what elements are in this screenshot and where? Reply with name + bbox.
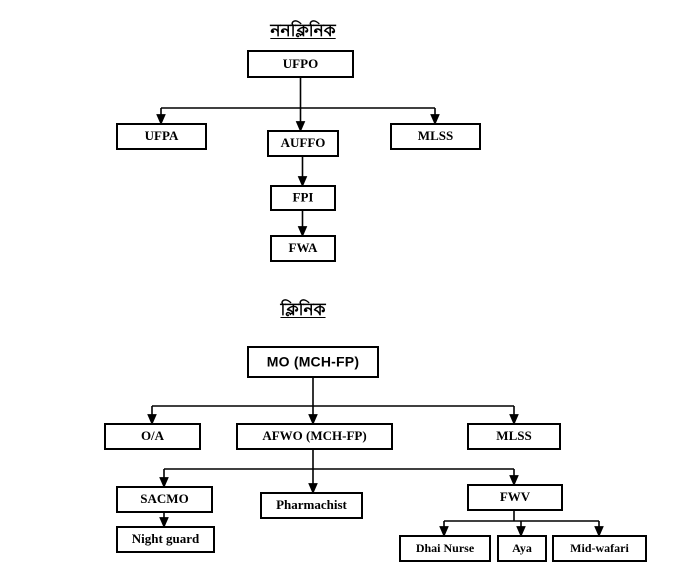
connectors-clinic	[147, 377, 604, 538]
node-mo-mch-fp-label: MO (MCH-FP)	[267, 354, 359, 370]
node-auffo[interactable]: AUFFO	[267, 130, 339, 157]
node-night-guard[interactable]: Night guard	[116, 526, 215, 553]
node-mlss-clinic[interactable]: MLSS	[467, 423, 561, 450]
node-mlss-clinic-label: MLSS	[496, 428, 531, 443]
node-mlss-top[interactable]: MLSS	[390, 123, 481, 150]
node-ufpa[interactable]: UFPA	[116, 123, 207, 150]
node-mo-mch-fp[interactable]: MO (MCH-FP)	[247, 346, 379, 378]
connectors-non-clinic	[156, 77, 440, 238]
node-fwa[interactable]: FWA	[270, 235, 336, 262]
node-afwo-mch-fp-label: AFWO (MCH-FP)	[262, 428, 366, 443]
node-night-guard-label: Night guard	[132, 531, 200, 546]
node-ufpo-label: UFPO	[283, 56, 318, 71]
node-mid-wafari-label: Mid-wafari	[570, 541, 629, 555]
node-afwo-mch-fp[interactable]: AFWO (MCH-FP)	[236, 423, 393, 450]
node-aya-label: Aya	[512, 541, 532, 555]
node-pharmachist[interactable]: Pharmachist	[260, 492, 363, 519]
nodes-non-clinic: UFPO UFPA AUFFO MLSS FPI FWA	[116, 50, 481, 262]
node-ufpa-label: UFPA	[145, 128, 179, 143]
node-fwv[interactable]: FWV	[467, 484, 563, 511]
node-sacmo[interactable]: SACMO	[116, 486, 213, 513]
node-mlss-top-label: MLSS	[418, 128, 453, 143]
node-oa[interactable]: O/A	[104, 423, 201, 450]
node-fpi-label: FPI	[293, 189, 314, 204]
node-fpi[interactable]: FPI	[270, 185, 336, 211]
node-dhai-nurse[interactable]: Dhai Nurse	[399, 535, 491, 562]
node-fwa-label: FWA	[289, 240, 319, 255]
node-fwv-label: FWV	[500, 489, 531, 504]
node-pharmachist-label: Pharmachist	[276, 497, 347, 512]
node-dhai-nurse-label: Dhai Nurse	[416, 541, 475, 555]
node-sacmo-label: SACMO	[140, 491, 188, 506]
node-aya[interactable]: Aya	[497, 535, 547, 562]
node-mid-wafari[interactable]: Mid-wafari	[552, 535, 647, 562]
node-oa-label: O/A	[141, 428, 165, 443]
section-title-non-clinic: ননক্লিনিক	[270, 21, 336, 40]
node-auffo-label: AUFFO	[281, 135, 326, 150]
nodes-clinic: MO (MCH-FP) O/A AFWO (MCH-FP) MLSS SACMO…	[104, 346, 647, 562]
section-title-clinic: ক্লিনিক	[280, 300, 326, 319]
node-ufpo[interactable]: UFPO	[247, 50, 354, 78]
